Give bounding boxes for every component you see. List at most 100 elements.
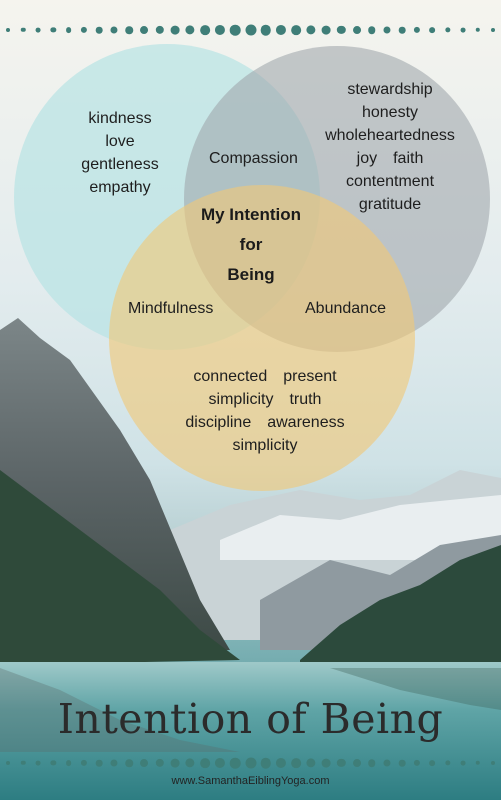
border-dot [398, 26, 406, 34]
border-dot [80, 759, 87, 767]
word-line: wholeheartedness [310, 124, 470, 147]
overlap-mindfulness: Mindfulness [128, 300, 214, 317]
teal-circle-words: kindness love gentleness empathy [60, 107, 180, 199]
border-dot [414, 26, 421, 34]
word-line: simplicity truth [165, 388, 365, 411]
border-dot [155, 25, 164, 35]
overlap-compassion: Compassion [209, 150, 298, 167]
center-line-2: for [239, 235, 263, 254]
border-dot [6, 761, 10, 765]
border-dot [230, 24, 241, 36]
border-dot [260, 24, 271, 36]
word: love [105, 133, 135, 150]
word: empathy [89, 179, 151, 196]
border-dot [444, 27, 451, 33]
border-dot [291, 25, 301, 35]
center-line-1: My Intention [200, 205, 302, 224]
dot-border-top [0, 23, 501, 37]
word: gratitude [358, 196, 422, 213]
word-line: gratitude [310, 193, 470, 216]
border-dot [429, 27, 436, 33]
gold-circle [109, 185, 415, 491]
border-dot [491, 28, 495, 32]
word-line: love [60, 130, 180, 153]
border-dot [65, 760, 72, 766]
border-dot [275, 24, 286, 36]
word: connected [193, 368, 268, 385]
border-dot [50, 760, 57, 766]
word: simplicity [208, 391, 274, 408]
word: contentment [345, 173, 435, 190]
border-dot [475, 27, 481, 33]
border-dot [95, 759, 103, 767]
word: kindness [88, 110, 152, 127]
dot-border-bottom [0, 756, 501, 770]
border-dot [140, 26, 149, 34]
word: joy [356, 150, 378, 167]
border-dot [230, 757, 241, 769]
border-dot [368, 26, 376, 34]
border-dot [170, 758, 180, 768]
border-dot [110, 26, 118, 34]
border-dot [80, 26, 87, 34]
border-dot [245, 757, 256, 769]
word-line: stewardship [310, 78, 470, 101]
word: simplicity [232, 437, 298, 454]
border-dot [352, 759, 361, 767]
border-dot [215, 24, 226, 36]
word: discipline [185, 414, 252, 431]
border-dot [125, 26, 133, 34]
word-line: kindness [60, 107, 180, 130]
border-dot [50, 27, 57, 33]
border-dot [321, 758, 331, 768]
border-dot [65, 27, 72, 33]
border-dot [414, 759, 421, 767]
border-dot [398, 759, 406, 767]
center-label: My Intention for Being [176, 200, 326, 290]
word: honesty [361, 104, 419, 121]
border-dot [444, 760, 451, 766]
border-dot [245, 24, 256, 36]
border-dot [125, 759, 133, 767]
forest-right [300, 545, 501, 668]
border-dot [352, 26, 361, 34]
border-dot [170, 25, 180, 35]
lake [0, 662, 501, 800]
border-dot [460, 760, 466, 766]
border-dot [20, 760, 26, 766]
border-dot [140, 759, 149, 767]
border-dot [20, 27, 26, 33]
border-dot [35, 760, 41, 766]
word-line: joy faith [310, 147, 470, 170]
border-dot [275, 757, 286, 769]
word: truth [289, 391, 322, 408]
border-dot [185, 758, 195, 768]
border-dot [185, 25, 195, 35]
border-dot [95, 26, 103, 34]
border-dot [337, 758, 346, 768]
word-line: empathy [60, 176, 180, 199]
overlap-abundance: Abundance [305, 300, 386, 317]
border-dot [383, 759, 391, 767]
word: faith [393, 150, 424, 167]
lake-reflection [0, 668, 501, 752]
word-line: gentleness [60, 153, 180, 176]
border-dot [475, 760, 481, 766]
border-dot [260, 757, 271, 769]
border-dot [291, 758, 301, 768]
website-url: www.SamanthaEiblingYoga.com [171, 775, 330, 787]
border-dot [6, 28, 10, 32]
rocky-mountain-left [0, 318, 240, 665]
border-dot [215, 757, 226, 769]
border-dot [460, 27, 466, 33]
border-dot [337, 25, 346, 35]
border-dot [306, 758, 316, 768]
border-dot [155, 758, 164, 768]
word: stewardship [347, 81, 433, 98]
border-dot [368, 759, 376, 767]
